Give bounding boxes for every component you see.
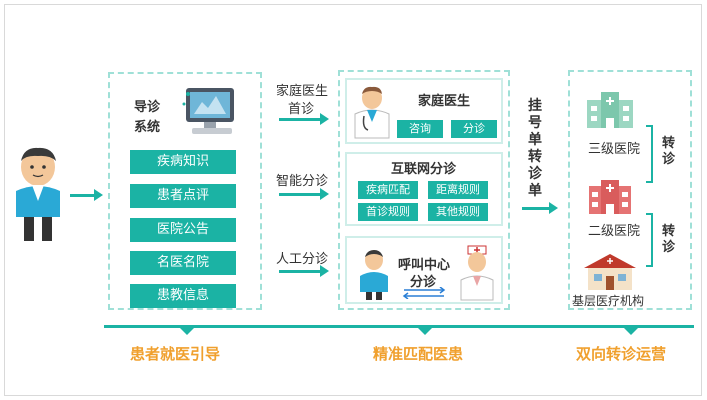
guide-title-line1: 导诊 [134,100,161,115]
section-marker-2 [418,328,432,335]
rule-first-visit[interactable]: 首诊规则 [358,203,418,221]
rule-disease-match[interactable]: 疾病匹配 [358,181,418,199]
exchange-arrows-icon [402,287,446,299]
call-center-title-line1: 呼叫中心 [398,258,451,273]
clinic-icon [584,254,636,290]
guide-item-disease-knowledge[interactable]: 疾病知识 [130,150,236,174]
matching-column-box [338,70,510,310]
tier2-hospital-label: 二级医院 [588,224,641,239]
triage-button[interactable]: 分诊 [451,120,497,138]
patient-small-icon [360,250,388,300]
rule-other[interactable]: 其他规则 [428,203,488,221]
guide-title-line2: 系统 [134,120,161,135]
transfer-bracket-lower [646,213,653,267]
guide-system-box [108,72,262,310]
doctor-icon [354,86,390,139]
section-patient-guidance: 患者就医引导 [130,345,221,363]
channel-family-label-line2: 首诊 [288,102,315,117]
diagram-frame [4,4,702,396]
patient-figure [16,147,60,241]
call-center-title-line2: 分诊 [410,275,437,290]
section-marker-3 [624,328,638,335]
grassroots-label: 基层医疗机构 [572,294,645,308]
guide-item-famous-doctors[interactable]: 名医名院 [130,251,236,275]
channel-family-arrow-line [279,118,321,121]
channel-smart-arrow-head [320,188,329,200]
nurse-icon [460,245,494,301]
channel-smart-arrow-line [279,193,321,196]
timeline-baseline [104,325,694,328]
guide-item-hospital-notices[interactable]: 医院公告 [130,218,236,242]
transfer-label-upper: 转诊 [662,136,676,167]
channel-family-arrow-head [320,113,329,125]
transfer-label-lower: 转诊 [662,224,676,255]
internet-triage-title: 互联网分诊 [391,162,457,177]
guide-item-patient-education[interactable]: 患教信息 [130,284,236,308]
registration-arrow-line [522,207,550,210]
channel-manual-arrow-head [320,265,329,277]
transfer-bracket-upper [646,125,653,183]
channel-manual-label: 人工分诊 [276,252,329,267]
patient-arrow-line [70,194,95,197]
tier3-hospital-icon [587,92,633,128]
hospitals-box [568,70,692,310]
section-two-way-referral: 双向转诊运营 [576,345,667,363]
registration-arrow-head [549,202,558,214]
tier3-hospital-label: 三级医院 [588,142,641,157]
rule-distance[interactable]: 距离规则 [428,181,488,199]
section-marker-1 [180,328,194,335]
channel-smart-label: 智能分诊 [276,174,329,189]
consult-button[interactable]: 咨询 [397,120,443,138]
channel-family-label-line1: 家庭医生 [276,84,329,99]
guide-item-patient-reviews[interactable]: 患者点评 [130,184,236,208]
family-doctor-title: 家庭医生 [418,94,471,109]
section-precise-matching: 精准匹配医患 [373,345,464,363]
tier2-hospital-icon [589,180,631,214]
registration-label: 挂号单转诊单 [528,98,542,199]
channel-manual-arrow-line [279,270,321,273]
computer-icon [182,88,234,134]
patient-arrow-head [94,189,103,201]
